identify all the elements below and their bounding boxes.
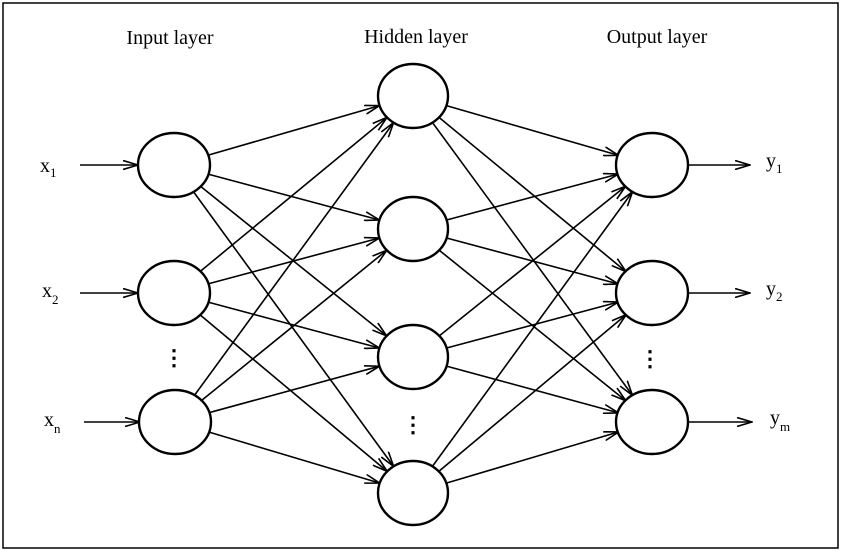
input-hidden-edge-2-0 bbox=[193, 123, 393, 396]
hidden-neurons bbox=[376, 62, 450, 527]
output-neuron-y2 bbox=[614, 259, 690, 327]
hidden-output-edge-0-1 bbox=[438, 116, 626, 271]
input-label-x1: x1 bbox=[40, 155, 57, 180]
input-hidden-edge-2-2 bbox=[208, 366, 380, 414]
hidden-neuron-1 bbox=[376, 62, 450, 130]
hidden-ellipsis: ⋮ bbox=[402, 412, 424, 437]
output-label-y2: y2 bbox=[766, 278, 783, 304]
input-hidden-edge-0-0 bbox=[207, 106, 379, 157]
input-hidden-edge-1-0 bbox=[199, 117, 387, 273]
output-label-y1: y1 bbox=[766, 150, 783, 176]
hidden-output-edge-2-2 bbox=[446, 365, 619, 413]
output-ellipsis: ⋮ bbox=[639, 346, 661, 371]
input-ellipsis: ⋮ bbox=[163, 345, 185, 370]
input-neuron-x1 bbox=[136, 131, 212, 199]
input-arrows bbox=[80, 165, 140, 422]
output-neurons bbox=[614, 131, 690, 456]
output-arrows bbox=[688, 165, 752, 422]
input-label-x2: x2 bbox=[42, 280, 59, 307]
hidden-output-edge-2-0 bbox=[438, 186, 625, 337]
hidden-output-edge-2-1 bbox=[446, 302, 619, 349]
input-hidden-edge-2-1 bbox=[200, 250, 387, 402]
input-hidden-edge-1-3 bbox=[199, 313, 387, 472]
hidden-output-edge-0-0 bbox=[446, 104, 618, 156]
input-label-xn: xn bbox=[44, 409, 61, 436]
input-hidden-edge-0-1 bbox=[207, 173, 380, 220]
output-layer-title: Output layer bbox=[607, 26, 708, 48]
input-hidden-edge-0-3 bbox=[192, 191, 393, 467]
hidden-output-edge-3-1 bbox=[438, 315, 626, 473]
hidden-neuron-2 bbox=[376, 195, 450, 263]
connection-lines bbox=[192, 104, 633, 484]
output-neuron-y1 bbox=[614, 131, 690, 199]
output-neuron-ym bbox=[614, 388, 690, 456]
hidden-layer-title: Hidden layer bbox=[364, 26, 468, 48]
input-layer-title: Input layer bbox=[126, 27, 214, 49]
input-neurons bbox=[136, 131, 213, 456]
output-label-ym: ym bbox=[770, 407, 790, 434]
hidden-neuron-4 bbox=[376, 459, 450, 527]
input-hidden-edge-2-3 bbox=[208, 431, 379, 483]
hidden-output-edge-3-2 bbox=[446, 432, 618, 484]
input-neuron-x2 bbox=[136, 259, 212, 327]
hidden-neuron-3 bbox=[376, 323, 450, 391]
input-neuron-xn bbox=[137, 388, 213, 456]
hidden-output-edge-3-0 bbox=[431, 192, 632, 467]
hidden-output-edge-1-0 bbox=[446, 174, 619, 221]
hidden-output-edge-0-2 bbox=[431, 122, 633, 396]
